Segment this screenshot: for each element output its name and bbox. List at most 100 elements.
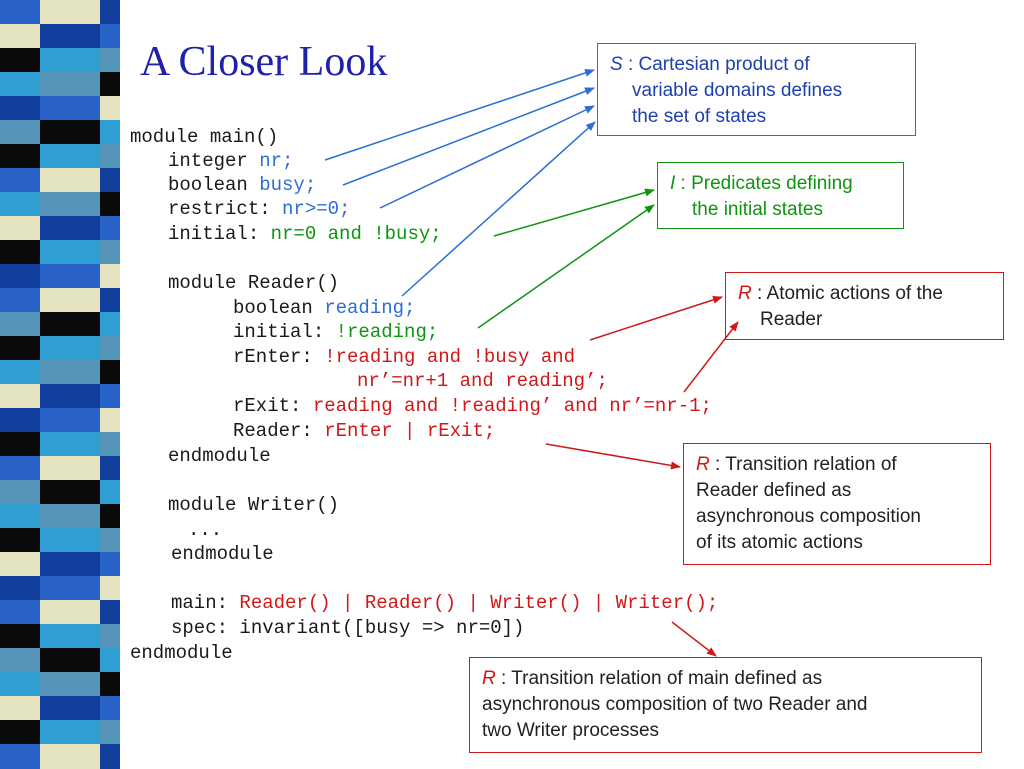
arrow-reader-to-transition <box>545 443 681 470</box>
annotation-text: Reader <box>760 309 823 330</box>
stripe-block <box>40 480 100 505</box>
symbol-s: S <box>610 54 623 75</box>
symbol-r: R <box>482 668 496 689</box>
stripe-block <box>100 696 120 721</box>
code-line-14: module Writer() <box>168 493 339 517</box>
annotation-box-atomic-actions: R : Atomic actions of the Reader <box>725 272 1004 340</box>
stripe-block <box>40 144 100 169</box>
stripe-block <box>40 624 100 649</box>
code-variable: nr>=0; <box>282 198 351 220</box>
stripe-block <box>40 96 100 121</box>
stripe-block <box>0 24 40 49</box>
stripe-block <box>100 408 120 433</box>
stripe-block <box>40 696 100 721</box>
code-text: endmodule <box>130 642 233 664</box>
annotation-box-states: S : Cartesian product of variable domain… <box>597 43 916 136</box>
code-line-1: module main() <box>130 125 278 149</box>
code-line-17: main: Reader() | Reader() | Writer() | W… <box>171 591 718 615</box>
stripe-block <box>0 120 40 145</box>
stripe-block <box>40 192 100 217</box>
stripe-block <box>100 144 120 169</box>
stripe-block <box>0 720 40 745</box>
code-line-18: spec: invariant([busy => nr=0]) <box>171 616 524 640</box>
stripe-block <box>100 648 120 673</box>
stripe-block <box>100 672 120 697</box>
stripe-block <box>40 312 100 337</box>
code-line-13: endmodule <box>168 444 271 468</box>
stripe-block <box>100 240 120 265</box>
stripe-block <box>0 72 40 97</box>
stripe-block <box>100 120 120 145</box>
stripe-block <box>0 336 40 361</box>
annotation-text: two Writer processes <box>482 720 660 741</box>
code-line-12: Reader: rEnter | rExit; <box>233 419 495 443</box>
stripe-block <box>0 144 40 169</box>
stripe-block <box>0 600 40 625</box>
code-keyword: rEnter: <box>233 346 325 368</box>
stripe-block <box>100 744 120 769</box>
code-keyword: boolean <box>233 297 325 319</box>
stripe-block <box>0 168 40 193</box>
code-initial: !reading; <box>335 321 439 343</box>
stripe-block <box>40 408 100 433</box>
annotation-text: of its atomic actions <box>696 532 863 553</box>
stripe-block <box>100 360 120 385</box>
stripe-block <box>100 552 120 577</box>
code-keyword: Reader: <box>233 420 325 442</box>
code-keyword: restrict: <box>168 198 283 220</box>
annotation-text: variable domains defines <box>632 80 843 101</box>
stripe-block <box>100 528 120 553</box>
code-line-11: rExit: reading and !reading’ and nr’=nr-… <box>233 394 712 418</box>
code-line-16: endmodule <box>171 542 274 566</box>
stripe-block <box>40 72 100 97</box>
stripe-block <box>100 192 120 217</box>
stripe-block <box>100 384 120 409</box>
code-line-3: boolean busy; <box>168 173 316 197</box>
stripe-block <box>100 0 120 25</box>
stripe-block <box>100 288 120 313</box>
annotation-box-initial: I : Predicates defining the initial stat… <box>657 162 904 229</box>
stripe-block <box>0 744 40 769</box>
stripe-block <box>100 624 120 649</box>
stripe-block <box>0 240 40 265</box>
annotation-text: : Cartesian product of <box>622 54 810 75</box>
code-action: Reader() | Reader() | Writer() | Writer(… <box>239 592 719 614</box>
arrow-reading-to-states <box>401 121 596 297</box>
stripe-block <box>0 456 40 481</box>
stripe-block <box>0 288 40 313</box>
stripe-block <box>40 120 100 145</box>
code-keyword: main: <box>171 592 240 614</box>
stripe-block <box>0 48 40 73</box>
stripe-block <box>0 504 40 529</box>
stripe-block <box>100 480 120 505</box>
arrow-restrict-to-states <box>379 105 595 209</box>
code-text: endmodule <box>168 445 271 467</box>
symbol-i: I <box>670 173 676 194</box>
annotation-box-reader-transition: R : Transition relation of Reader define… <box>683 443 991 565</box>
stripe-block <box>0 648 40 673</box>
code-keyword: integer <box>168 150 260 172</box>
annotation-text: : Transition relation of <box>709 454 897 475</box>
code-keyword: boolean <box>168 174 260 196</box>
code-text: module main() <box>130 126 279 148</box>
stripe-block <box>40 240 100 265</box>
stripe-block <box>40 504 100 529</box>
annotation-text: : Transition relation of main defined as <box>495 668 823 689</box>
code-line-5: initial: nr=0 and !busy; <box>168 222 442 246</box>
arrow-main-to-transition <box>671 621 717 657</box>
code-variable: busy; <box>259 174 317 196</box>
stripe-block <box>40 336 100 361</box>
code-line-2: integer nr; <box>168 149 293 173</box>
stripe-block <box>40 528 100 553</box>
stripe-block <box>40 648 100 673</box>
stripe-block <box>40 600 100 625</box>
stripe-block <box>0 408 40 433</box>
stripe-block <box>100 720 120 745</box>
stripe-block <box>0 312 40 337</box>
code-action: nr’=nr+1 and reading’; <box>357 370 608 392</box>
stripe-block <box>40 24 100 49</box>
stripe-block <box>0 360 40 385</box>
annotation-text: : Predicates defining <box>675 173 853 194</box>
code-line-7: boolean reading; <box>233 296 415 320</box>
stripe-block <box>100 600 120 625</box>
